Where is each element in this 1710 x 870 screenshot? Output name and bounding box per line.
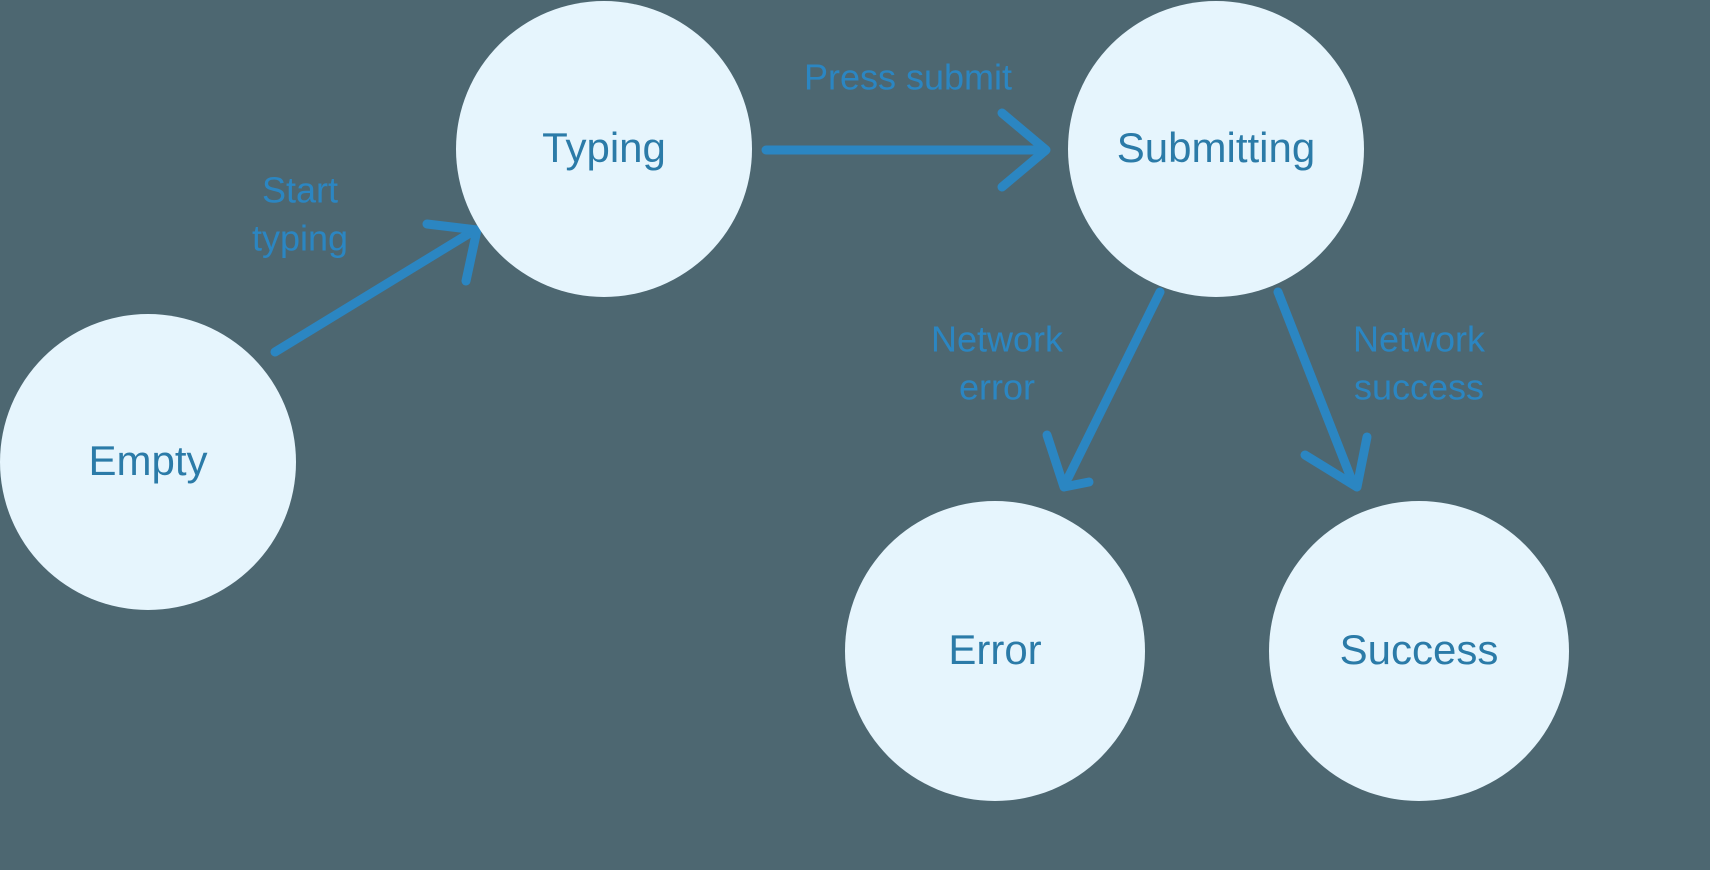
state-node-empty[interactable]: Empty — [0, 314, 296, 610]
state-node-submitting[interactable]: Submitting — [1068, 1, 1364, 297]
state-circle-empty — [0, 314, 296, 610]
edge-label-line-1: Start — [262, 170, 338, 211]
state-label-typing: Typing — [542, 124, 666, 171]
edge-line-submitting-to-success — [1273, 287, 1356, 483]
nodes-layer: Empty Typing Submitting Error Success — [0, 1, 1569, 801]
state-node-error[interactable]: Error — [845, 501, 1145, 801]
edge-label-line-1: Network — [1353, 319, 1486, 360]
state-circle-success — [1269, 501, 1569, 801]
edge-label-line-1: Press submit — [804, 57, 1012, 98]
edge-label-line-2: success — [1354, 367, 1484, 408]
edge-label-submitting-to-success: Network success — [1353, 319, 1486, 408]
edge-label-line-2: error — [959, 367, 1035, 408]
state-node-success[interactable]: Success — [1269, 501, 1569, 801]
edge-line-submitting-to-error — [1063, 287, 1165, 483]
edges-layer — [270, 108, 1372, 492]
state-label-error: Error — [948, 626, 1041, 673]
edge-label-submitting-to-error: Network error — [931, 319, 1064, 408]
edge-label-line-2: typing — [252, 218, 348, 259]
state-circle-submitting — [1068, 1, 1364, 297]
edge-arrowhead-submitting-to-success — [1300, 432, 1372, 492]
state-circle-typing — [456, 1, 752, 297]
edge-arrowhead-typing-to-submitting — [997, 108, 1051, 192]
state-label-submitting: Submitting — [1117, 124, 1315, 171]
state-node-typing[interactable]: Typing — [456, 1, 752, 297]
state-label-empty: Empty — [88, 437, 207, 484]
edge-labels-layer: Start typing Press submit Network error … — [252, 57, 1486, 408]
edge-label-line-1: Network — [931, 319, 1064, 360]
edge-empty-to-typing[interactable] — [270, 219, 482, 357]
edge-label-typing-to-submitting: Press submit — [804, 57, 1012, 98]
edge-submitting-to-success[interactable] — [1273, 287, 1372, 492]
state-circle-error — [845, 501, 1145, 801]
state-label-success: Success — [1340, 626, 1499, 673]
edge-label-empty-to-typing: Start typing — [252, 170, 348, 259]
edge-submitting-to-error[interactable] — [1042, 287, 1165, 492]
edge-line-empty-to-typing — [270, 228, 475, 357]
edge-arrowhead-empty-to-typing — [422, 219, 482, 286]
edge-arrowhead-submitting-to-error — [1042, 430, 1094, 492]
edge-typing-to-submitting[interactable] — [761, 108, 1051, 192]
